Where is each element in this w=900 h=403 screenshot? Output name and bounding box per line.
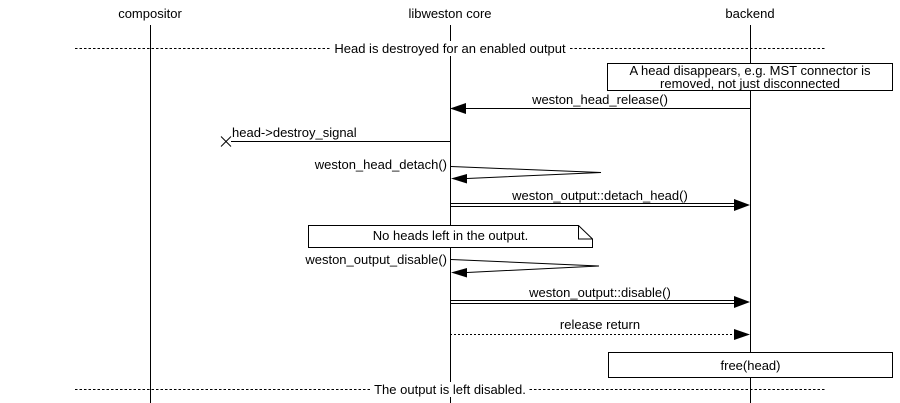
note-no-heads-shape — [308, 225, 593, 248]
message-label-head-detach: weston_head_detach() — [314, 157, 447, 172]
action-box-free-head: free(head) — [608, 352, 893, 378]
divider-bottom: The output is left disabled. — [0, 382, 900, 397]
note-no-heads-label: No heads left in the output. — [372, 228, 529, 243]
arrow-release-return — [450, 329, 750, 340]
divider-bottom-label: The output is left disabled. — [371, 382, 529, 397]
message-label-output-disable: weston_output_disable() — [305, 252, 447, 267]
note-head-disappears-line1: A head disappears, e.g. MST connector is — [629, 63, 871, 78]
action-box-free-head-label: free(head) — [720, 357, 781, 373]
message-label-detach-head: weston_output::detach_head() — [512, 188, 688, 203]
message-label-head-release: weston_head_release() — [532, 92, 668, 107]
arrow-output-disable-vfunc — [450, 296, 750, 308]
message-label-destroy-signal: head->destroy_signal — [232, 125, 357, 140]
divider-top: Head is destroyed for an enabled output — [0, 41, 900, 56]
divider-top-label: Head is destroyed for an enabled output — [331, 41, 569, 56]
arrow-detach-head — [450, 199, 750, 211]
self-arrow-output-disable — [450, 259, 600, 278]
message-label-output-disable-vfunc: weston_output::disable() — [529, 285, 671, 300]
participant-label-libweston-core: libweston core — [408, 6, 492, 21]
message-label-release-return: release return — [559, 317, 641, 332]
lost-message-x-icon — [220, 136, 232, 147]
self-arrow-head-detach — [450, 166, 602, 184]
participant-label-compositor: compositor — [118, 6, 182, 21]
arrow-head-release-head — [450, 103, 466, 114]
note-head-disappears-line2: removed, not just disconnected — [660, 76, 840, 91]
participant-label-backend: backend — [725, 6, 775, 21]
note-head-disappears: A head disappears, e.g. MST connector is… — [607, 63, 893, 91]
